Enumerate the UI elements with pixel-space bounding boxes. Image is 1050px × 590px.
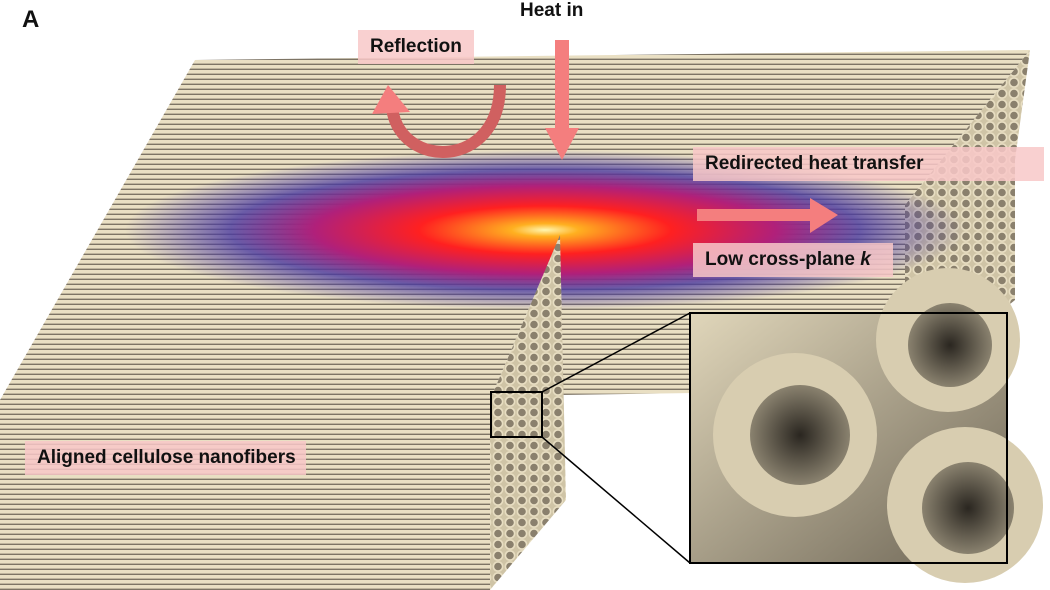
redirected-heat-label: Redirected heat transfer: [693, 147, 1044, 181]
zoom-region-box: [490, 391, 543, 438]
tube-inset: [689, 268, 1043, 583]
low-cross-plane-label: Low cross-plane k: [693, 243, 893, 277]
left-block-front-face: [0, 400, 490, 590]
aligned-nanofibers-label: Aligned cellulose nanofibers: [25, 441, 306, 475]
heat-in-label: Heat in: [520, 0, 584, 21]
heat-in-arrow-icon: [545, 40, 579, 160]
low-cross-plane-text: Low cross-plane: [705, 249, 861, 270]
redirected-arrow-icon: [697, 198, 838, 233]
k-symbol: k: [860, 249, 871, 270]
reflection-arrow-icon: [372, 84, 506, 158]
left-block-end-caps: [490, 235, 566, 590]
panel-label: A: [22, 6, 40, 33]
reflection-label: Reflection: [358, 30, 474, 64]
